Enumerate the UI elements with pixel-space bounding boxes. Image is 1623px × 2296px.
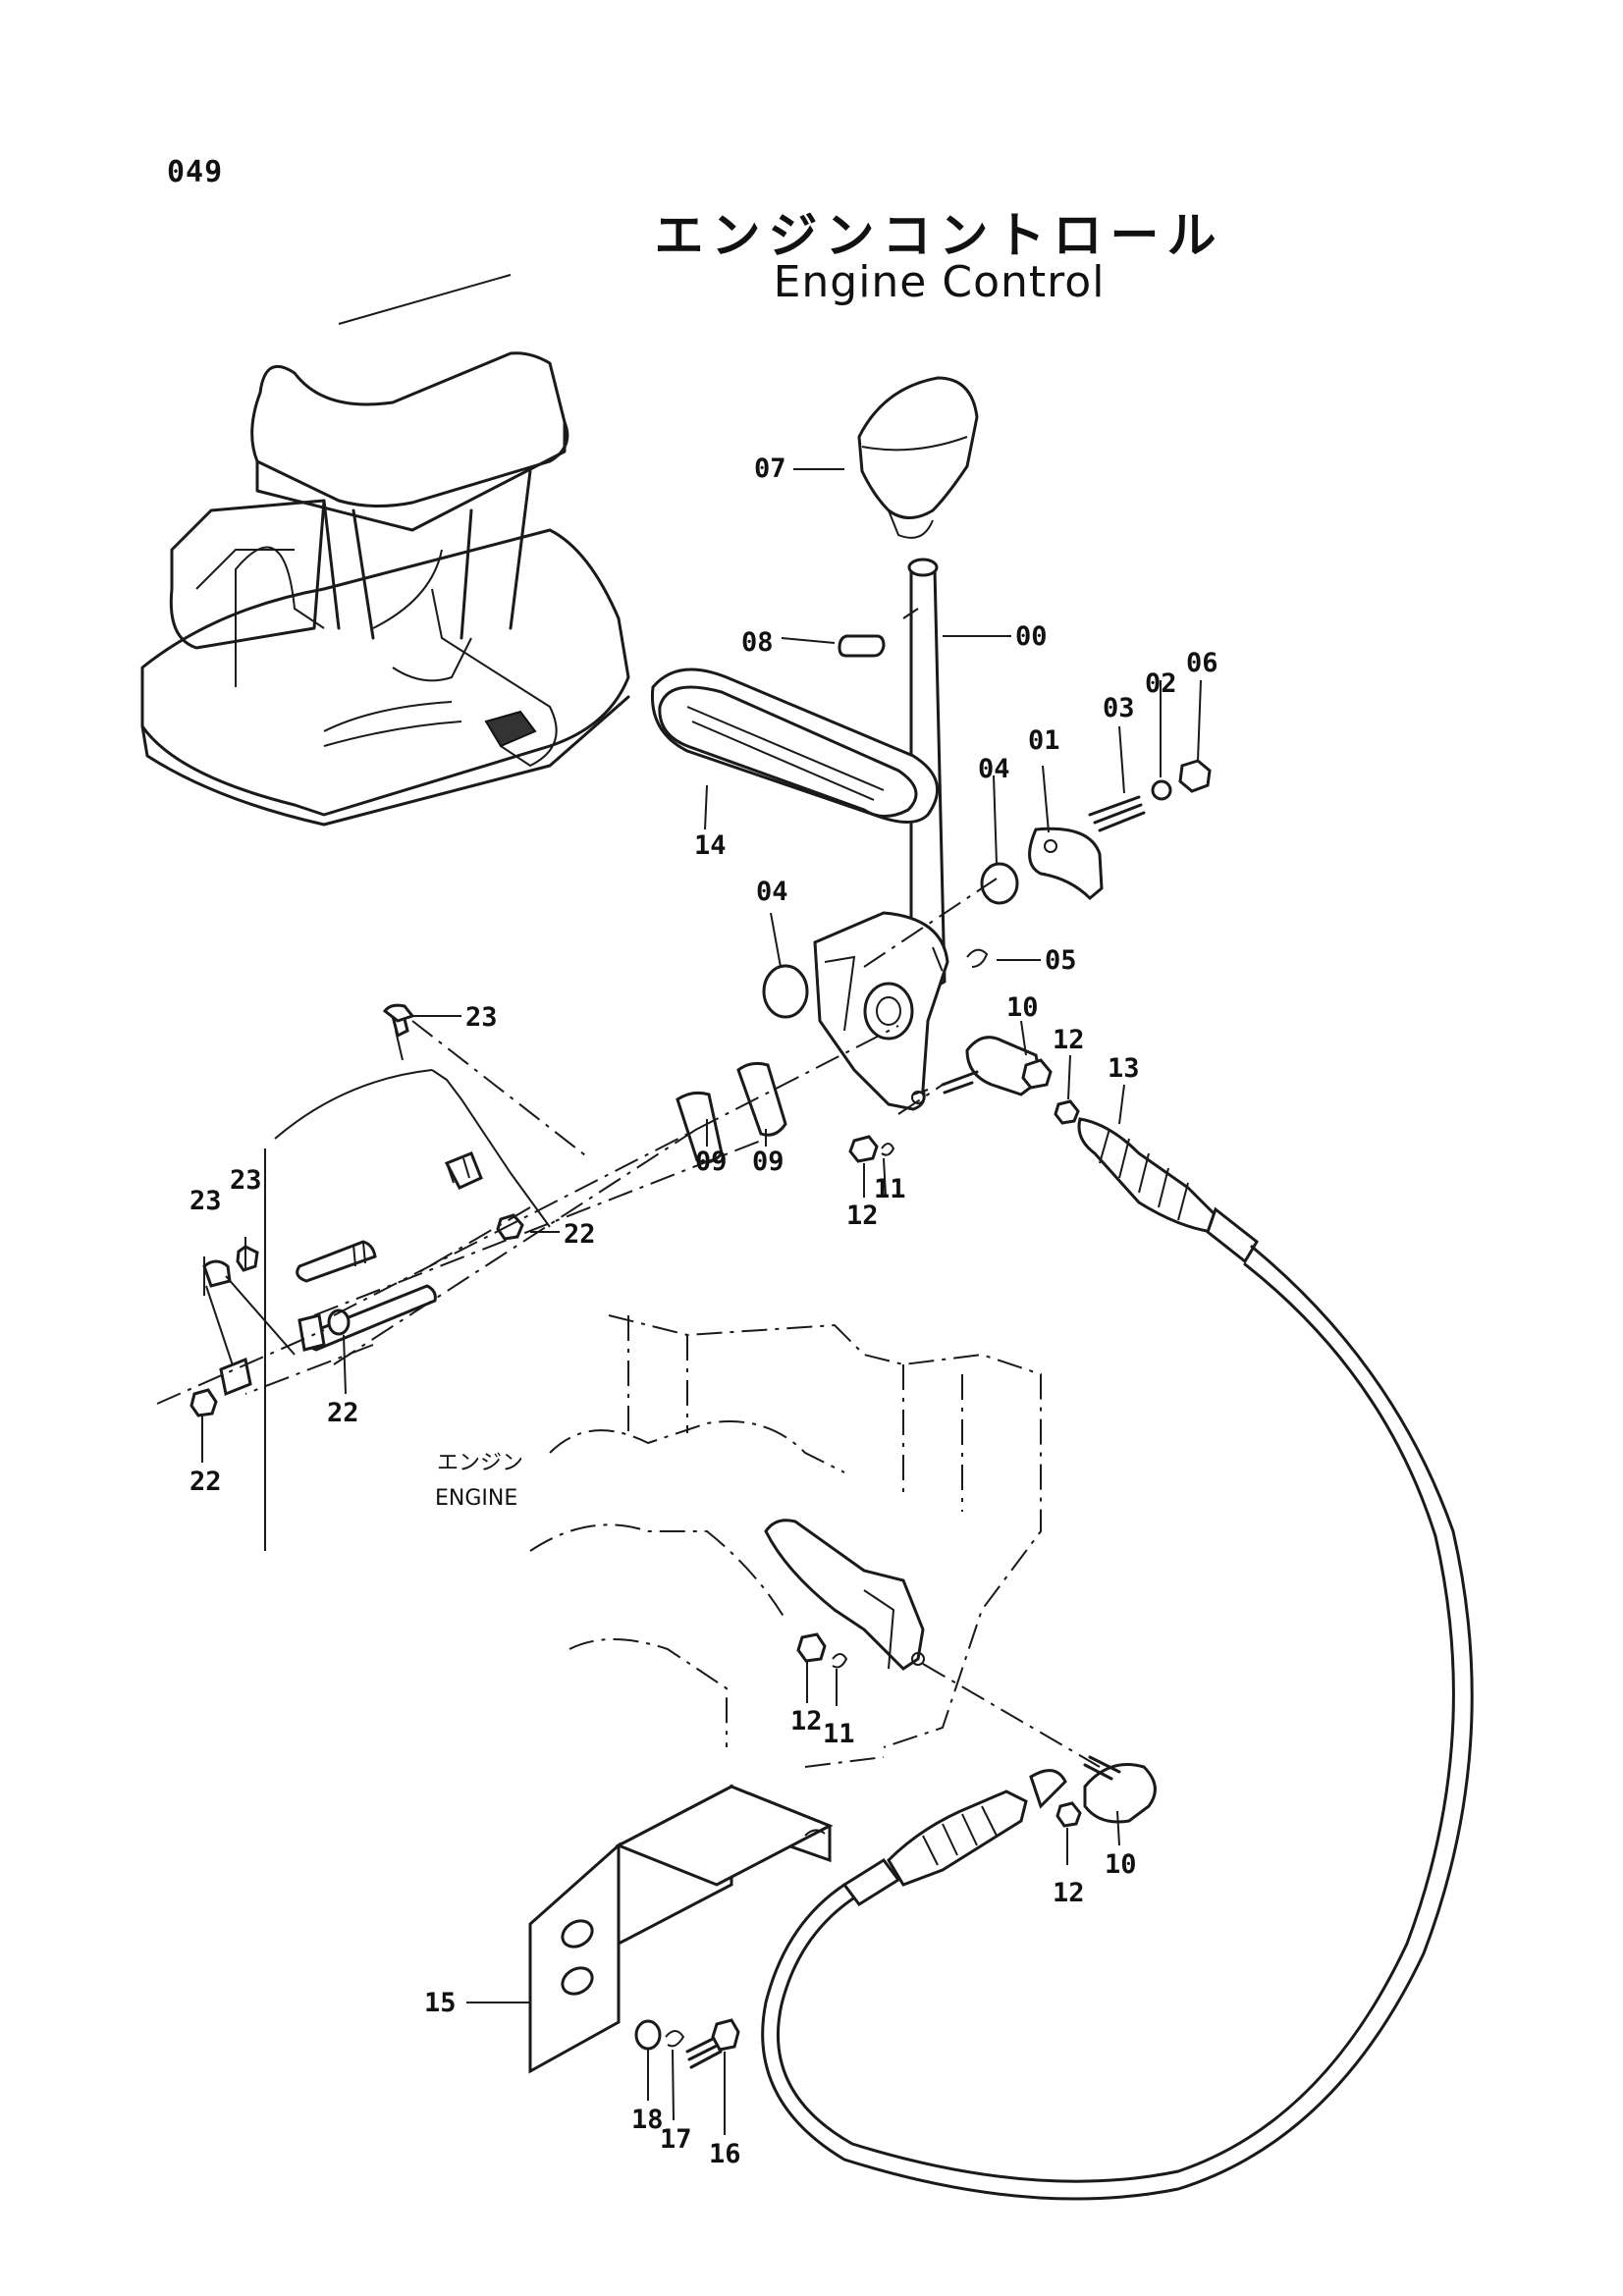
callout-labels: 07 08 00 14 03 02 06 01 04 04 05 23 10 1…: [189, 454, 1218, 2169]
centerline-engine-rod: [922, 1663, 1101, 1768]
callout-07: 07: [754, 454, 786, 484]
callout-06: 06: [1186, 648, 1218, 678]
callout-00: 00: [1015, 621, 1048, 652]
callout-04-lower: 04: [756, 877, 788, 907]
callout-23-left: 23: [189, 1186, 222, 1216]
machine-overview-illustration: [140, 274, 630, 827]
engine-outline: [529, 1314, 1042, 1768]
callout-04-upper: 04: [978, 754, 1010, 784]
upper-cable-end: [941, 1036, 1259, 1264]
title-japanese: エンジンコントロール: [654, 207, 1224, 264]
callout-03: 03: [1103, 693, 1135, 723]
mounting-bracket: [528, 1784, 834, 2074]
callout-15: 15: [424, 1988, 457, 2018]
callout-12-lower: 12: [1053, 1878, 1085, 1908]
callout-11-mid: 11: [874, 1174, 906, 1204]
callout-10-lower: 10: [1105, 1849, 1137, 1880]
control-lever-assembly: [838, 376, 979, 999]
linkage-rods-left: [189, 1003, 551, 1551]
callout-13: 13: [1108, 1053, 1140, 1084]
control-cable: [761, 1245, 1474, 2201]
callout-22-mid: 22: [564, 1219, 596, 1250]
bracket-hardware: [676, 759, 1212, 1164]
callout-18: 18: [631, 2105, 664, 2135]
callout-12-engine: 12: [790, 1706, 823, 1736]
engine-label: エンジン ENGINE: [435, 1451, 523, 1511]
callout-10-upper: 10: [1006, 992, 1039, 1023]
callout-22-lower: 22: [327, 1398, 359, 1428]
lever-boot: [650, 667, 939, 824]
callout-11-engine: 11: [823, 1719, 855, 1749]
callout-05: 05: [1045, 945, 1077, 976]
callout-09-right: 09: [752, 1147, 784, 1177]
engine-label-en: ENGINE: [435, 1486, 517, 1511]
lever-bracket: [813, 911, 949, 1111]
callout-12-upper: 12: [1053, 1025, 1085, 1055]
callout-16: 16: [709, 2139, 741, 2169]
leader-lines: [201, 468, 1202, 2135]
callout-23-top: 23: [465, 1002, 498, 1033]
callout-23-right: 23: [230, 1165, 262, 1196]
page-number: 049: [167, 155, 224, 189]
callout-02: 02: [1145, 668, 1177, 699]
callout-08: 08: [741, 627, 774, 658]
callout-12-mid: 12: [846, 1201, 879, 1231]
callout-09-left: 09: [695, 1147, 728, 1177]
engine-label-jp: エンジン: [437, 1451, 523, 1475]
title-english: Engine Control: [773, 257, 1106, 307]
callout-17: 17: [660, 2124, 692, 2155]
callout-01: 01: [1028, 725, 1060, 756]
callout-14: 14: [694, 830, 727, 861]
assembly-centerlines: [156, 608, 998, 1405]
lower-cable-end: [841, 1755, 1157, 1907]
callout-22-bottom: 22: [189, 1467, 222, 1497]
bracket-bolt-set: [634, 2018, 740, 2069]
engine-linkage-hardware: [796, 1632, 848, 1669]
